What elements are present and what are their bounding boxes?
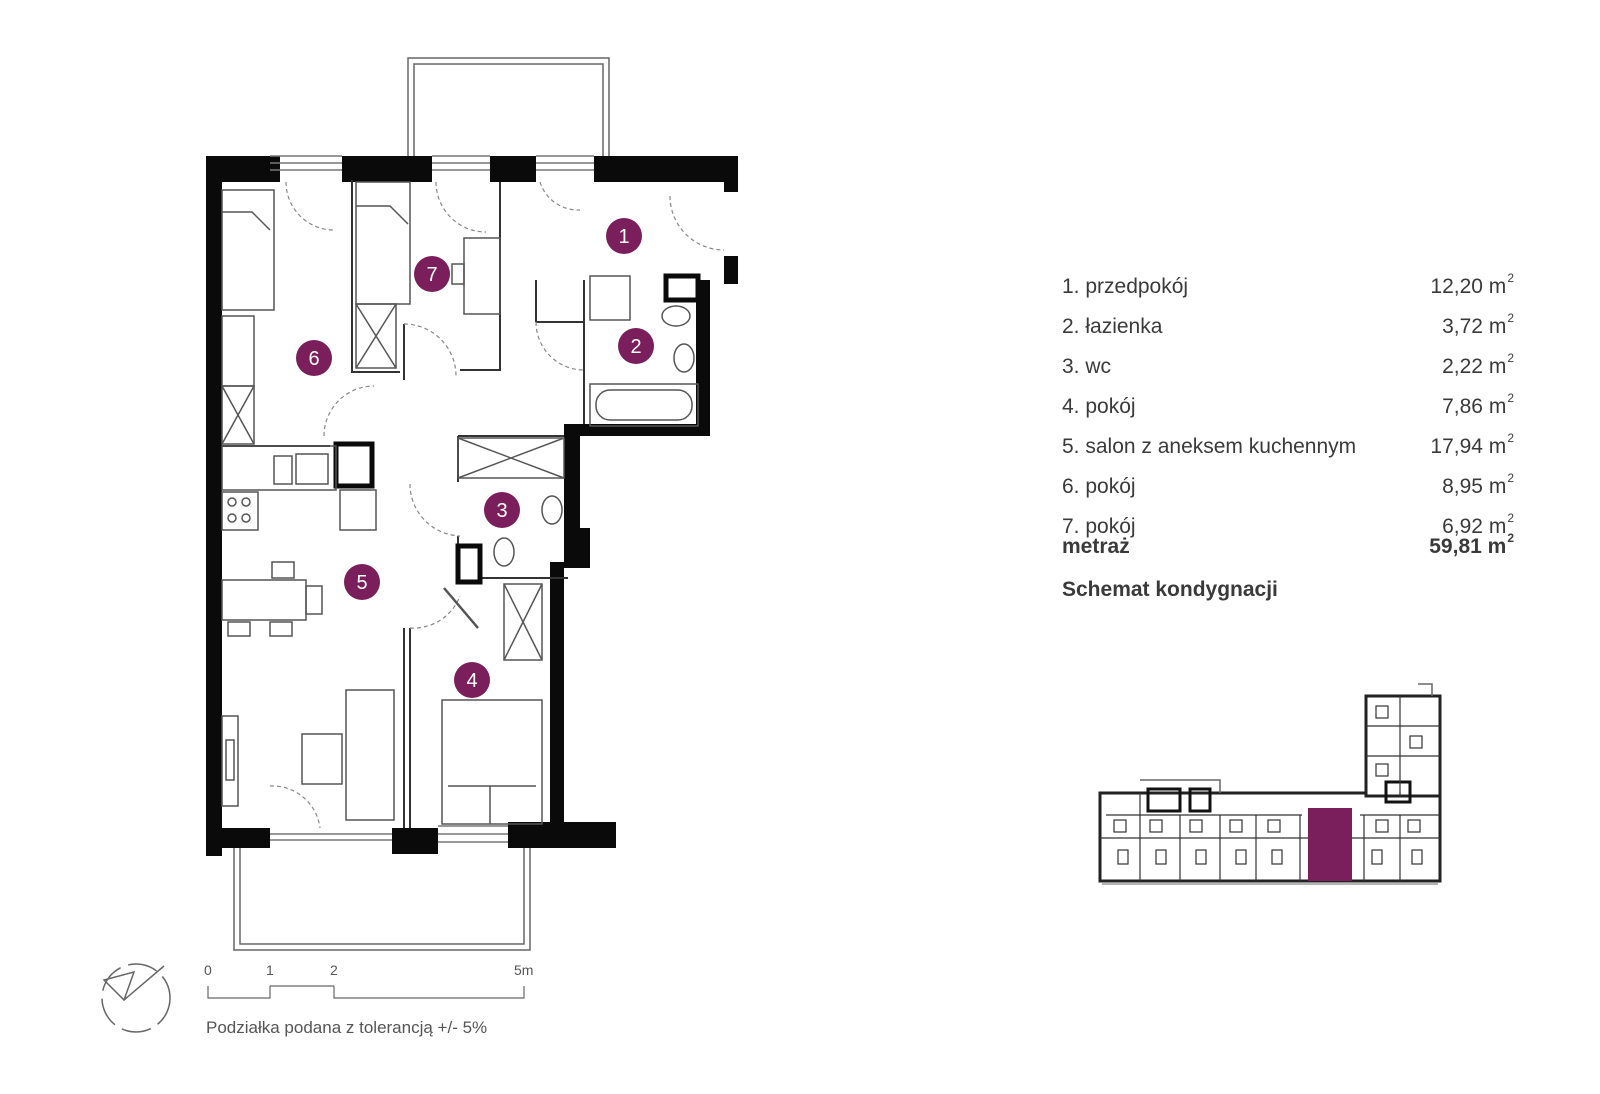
room-number-1: 1 <box>618 226 629 248</box>
room-number-4: 4 <box>466 670 477 692</box>
room-row-4: 4. pokój 7,86 m2 <box>1062 391 1514 418</box>
scheme-title: Schemat kondygnacji <box>1062 578 1278 601</box>
interior-walls <box>222 180 585 828</box>
scale-tick-2: 2 <box>330 962 338 978</box>
room-number-3: 3 <box>496 500 507 522</box>
north-compass-icon <box>101 963 171 1033</box>
room-row-3: 3. wc 2,22 m2 <box>1062 351 1514 378</box>
scale-bar <box>207 985 525 999</box>
room-number-2: 2 <box>630 336 641 358</box>
windows <box>270 155 594 843</box>
room-row-7: 7. pokój 6,92 m2 <box>1062 511 1514 538</box>
scale-tick-5m: 5m <box>514 962 534 978</box>
room-number-7: 7 <box>426 264 437 286</box>
room-row-2: 2. łazienka 3,72 m2 <box>1062 311 1514 338</box>
balcony-bottom <box>233 848 531 951</box>
room-row-6: 6. pokój 8,95 m2 <box>1062 471 1514 498</box>
furniture <box>221 181 699 825</box>
balcony-top <box>407 57 610 160</box>
shafts <box>333 273 701 585</box>
scale-tick-1: 1 <box>266 962 274 978</box>
room-row-1: 1. przedpokój 12,20 m2 <box>1062 271 1514 298</box>
total-area-row: metraż 59,81 m2 <box>1062 531 1514 558</box>
building-key-plan <box>1098 683 1442 885</box>
scale-tick-0: 0 <box>204 962 212 978</box>
room-markers <box>296 218 654 698</box>
room-number-6: 6 <box>308 348 319 370</box>
apartment-highlight <box>1308 808 1352 881</box>
room-number-5: 5 <box>356 572 367 594</box>
outer-walls <box>206 156 738 856</box>
room-row-5: 5. salon z aneksem kuchennym 17,94 m2 <box>1062 431 1514 458</box>
tolerance-note: Podziałka podana z tolerancją +/- 5% <box>206 1018 488 1037</box>
